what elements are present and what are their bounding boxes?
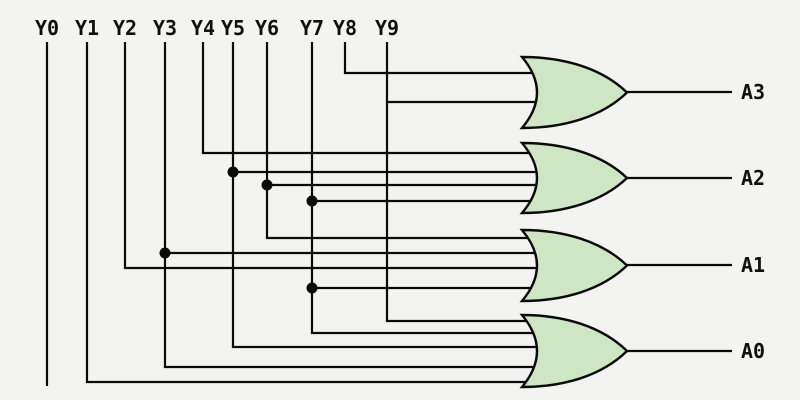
input-label-Y5: Y5	[221, 16, 245, 40]
or-gate-A2	[519, 141, 629, 215]
input-label-Y2: Y2	[113, 16, 137, 40]
input-label-Y0: Y0	[35, 16, 59, 40]
junction-dot-Y3	[159, 247, 171, 259]
input-label-Y4: Y4	[191, 16, 215, 40]
or-gate-A1	[519, 228, 629, 303]
junction-dot-Y5	[227, 166, 239, 178]
output-label-A1: A1	[741, 253, 765, 277]
output-label-A0: A0	[741, 339, 765, 363]
input-label-Y9: Y9	[375, 16, 399, 40]
or-gate-A3	[519, 55, 629, 130]
input-label-Y8: Y8	[333, 16, 357, 40]
input-label-Y7: Y7	[300, 16, 324, 40]
output-label-A2: A2	[741, 166, 765, 190]
wires-layer	[45, 42, 548, 386]
output-label-A3: A3	[741, 80, 765, 104]
junction-dot-Y7	[306, 195, 318, 207]
input-label-Y1: Y1	[75, 16, 99, 40]
input-label-Y3: Y3	[153, 16, 177, 40]
or-gate-A0	[519, 313, 629, 389]
junction-dot-Y6	[261, 179, 273, 191]
junction-dot-Y7	[306, 282, 318, 294]
input-label-Y6: Y6	[255, 16, 279, 40]
